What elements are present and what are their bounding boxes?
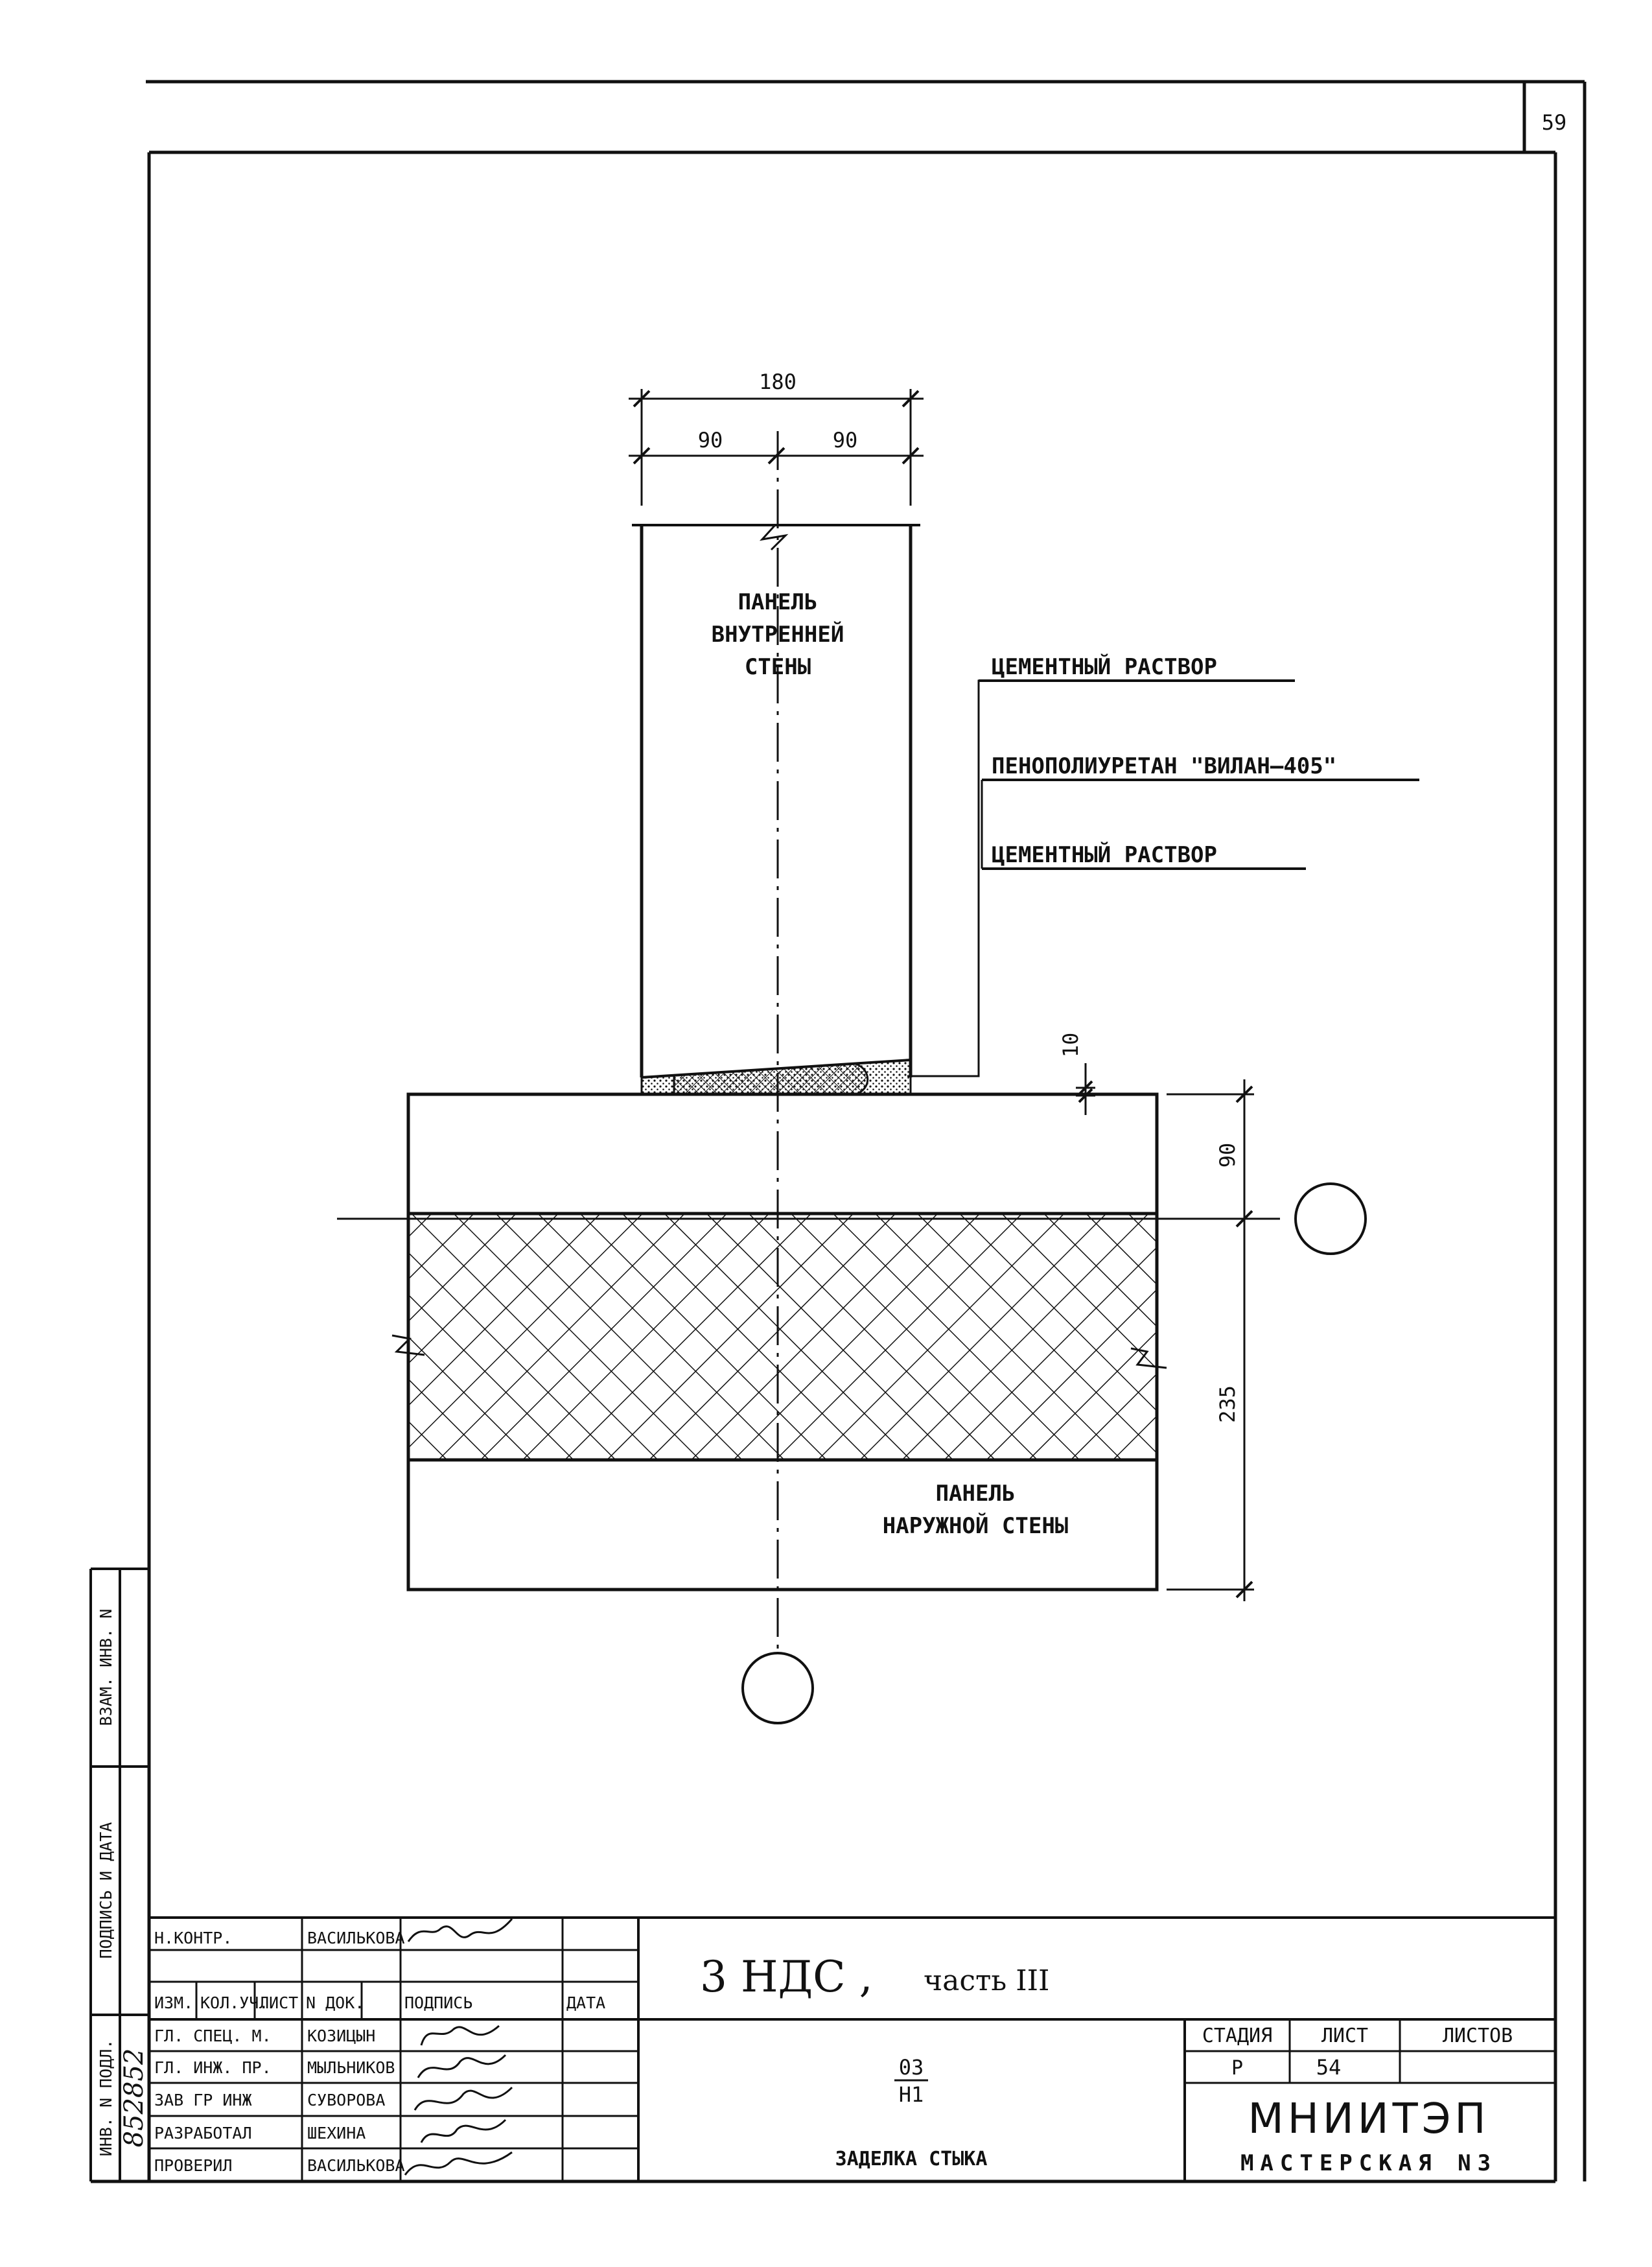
dim-half-left: 90 (698, 428, 723, 452)
signature-5 (404, 2151, 513, 2176)
inner-wall-panel (632, 524, 920, 1077)
stage-label: СТАДИЯ (1202, 2025, 1272, 2047)
sheet-label: ЛИСТ (1321, 2025, 1368, 2047)
staff-name-1: КОЗИЦЫН (307, 2026, 375, 2045)
staff-name-3: СУВОРОВА (307, 2091, 385, 2109)
dim-outer-top-layer: 90 (1215, 1143, 1240, 1168)
staff-role-3: ЗАВ ГР ИНЖ (154, 2091, 252, 2109)
stamp-original-inventory-label: ИНВ. N ПОДЛ. (97, 2039, 115, 2157)
outer-panel-label-line-2: НАРУЖНОЙ СТЕНЫ (883, 1512, 1069, 1539)
break-mark-right (1130, 1347, 1167, 1369)
staff-role-5: ПРОВЕРИЛ (154, 2156, 232, 2175)
col-header-count: КОЛ.УЧ. (200, 1993, 268, 2012)
outer-panel-outline (406, 1092, 1159, 1592)
project-main: 3 НДС , (700, 1952, 873, 2002)
col-header-date: ДАТА (566, 1993, 605, 2012)
project-part: часть III (924, 1964, 1049, 1997)
dim-outer-insulation: 235 (1215, 1385, 1240, 1423)
col-header-doc-number: N ДОК. (306, 1993, 364, 2012)
stamp-replacement-inventory-label: ВЗАМ. ИНВ. N (97, 1609, 115, 1726)
callout-polyurethane-foam: ПЕНОПОЛИУРЕТАН "ВИЛАН–405" (992, 753, 1336, 779)
axis-marker-bottom (741, 1652, 814, 1724)
sheet-code-top: 03 (899, 2055, 924, 2080)
callout-cement-mortar-top: ЦЕМЕНТНЫЙ РАСТВОР (992, 653, 1217, 680)
workshop-name: МАСТЕРСКАЯ N3 (1240, 2150, 1497, 2176)
axis-lines (741, 431, 1367, 1724)
side-stamp: ИНВ. N ПОДЛ. ПОДПИСЬ И ДАТА ВЗАМ. ИНВ. N… (89, 1568, 149, 2181)
signature-norm-control (407, 1918, 513, 1942)
organization-name: МНИИТЭП (1248, 2095, 1490, 2143)
sheet-value: 54 (1316, 2055, 1342, 2080)
staff-name-5: ВАСИЛЬКОВА (307, 2156, 405, 2175)
break-mark-left (391, 1334, 425, 1356)
axis-marker-right (1294, 1182, 1367, 1255)
sheets-label: ЛИСТОВ (1443, 2025, 1513, 2047)
sheet-frame (91, 80, 1587, 2183)
staff-name-4: ШЕХИНА (307, 2124, 366, 2143)
stamp-inventory-number: 852852 (119, 2049, 149, 2148)
signature-1 (420, 2025, 500, 2046)
col-header-sheet: ЛИСТ (259, 1993, 298, 2012)
page-number: 59 (1542, 110, 1567, 135)
norm-control-name: ВАСИЛЬКОВА (307, 1929, 405, 1947)
insulation-layer (408, 1214, 1157, 1460)
signature-4 (420, 2119, 507, 2143)
dim-total-width: 180 (759, 370, 797, 394)
drawing-title: ЗАДЕЛКА СТЫКА (835, 2148, 988, 2170)
joint-drawing: 180 90 90 ПАНЕЛЬ ВНУТРЕННЕЙ СТЕНЫ (337, 370, 1419, 1724)
dim-half-right: 90 (833, 428, 858, 452)
signature-2 (417, 2054, 507, 2078)
outer-wall-panel (337, 1092, 1280, 1592)
callout-cement-mortar-bottom: ЦЕМЕНТНЫЙ РАСТВОР (992, 841, 1217, 868)
staff-role-4: РАЗРАБОТАЛ (154, 2124, 252, 2143)
outer-panel-label-line-1: ПАНЕЛЬ (936, 1481, 1016, 1507)
gap-dimension: 10 (1058, 1033, 1095, 1115)
col-header-change: ИЗМ. (154, 1993, 193, 2012)
col-header-signature: ПОДПИСЬ (404, 1993, 472, 2012)
staff-signatures (404, 2025, 513, 2176)
joint-fill (640, 1059, 912, 1096)
outer-panel-label: ПАНЕЛЬ НАРУЖНОЙ СТЕНЫ (883, 1481, 1069, 1539)
staff-name-2: МЫЛЬНИКОВ (307, 2058, 395, 2077)
right-dimensions: 90 235 (1167, 1079, 1254, 1601)
staff-role-1: ГЛ. СПЕЦ. М. (154, 2026, 272, 2045)
stage-value: Р (1231, 2057, 1243, 2080)
norm-control-role: Н.КОНТР. (154, 1929, 232, 1947)
dim-gap: 10 (1058, 1033, 1083, 1058)
staff-role-2: ГЛ. ИНЖ. ПР. (154, 2058, 272, 2077)
signature-3 (413, 2086, 513, 2111)
sheet-code-bottom: Н1 (899, 2082, 924, 2107)
callout-leaders (907, 679, 1419, 1077)
stamp-signature-date-label: ПОДПИСЬ И ДАТА (97, 1822, 115, 1959)
top-dimensions: 180 90 90 (629, 370, 924, 506)
title-block: Н.КОНТР. ВАСИЛЬКОВА ИЗМ. КОЛ.УЧ. ЛИСТ N … (149, 1916, 1555, 2181)
